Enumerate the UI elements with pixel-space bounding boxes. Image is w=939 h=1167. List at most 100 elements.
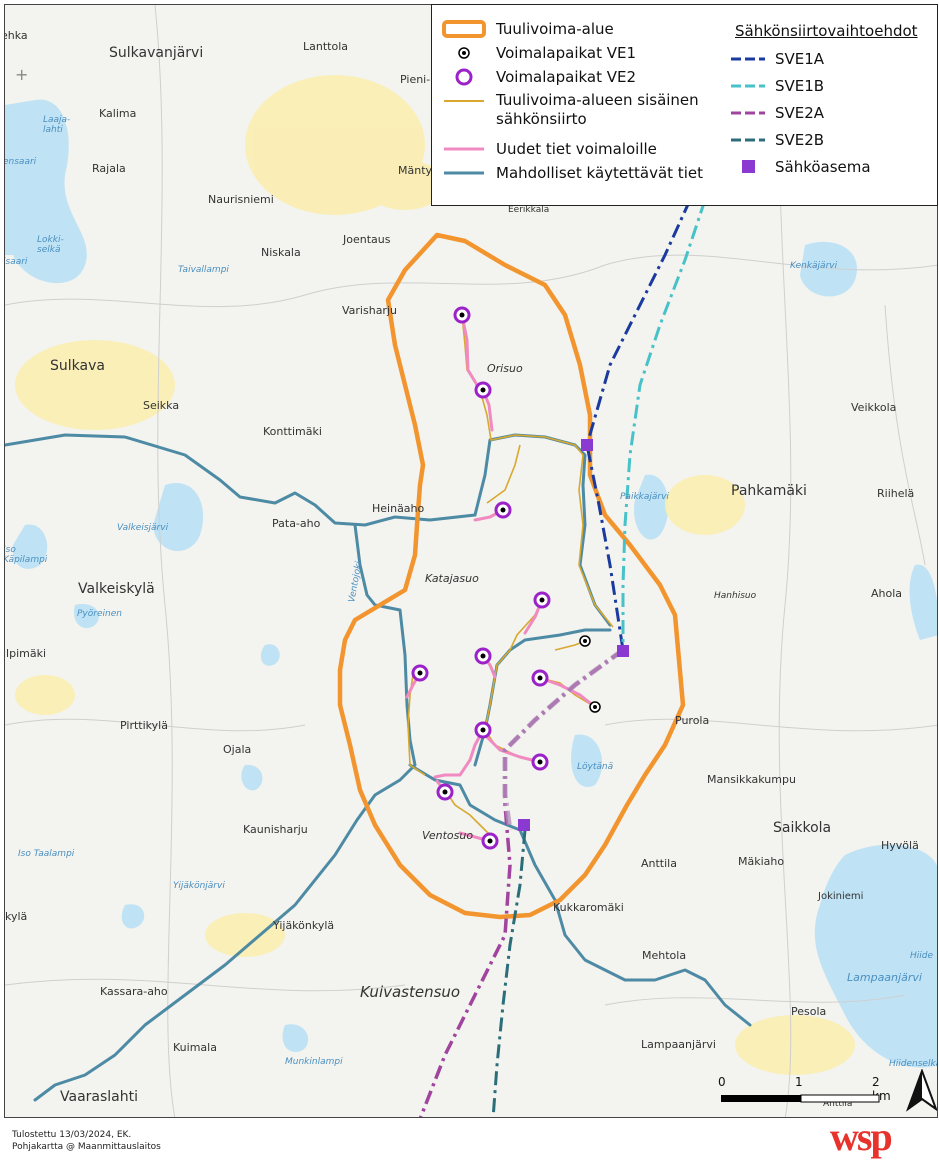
- turbine-ve1: [579, 635, 591, 647]
- road-line-icon: [444, 171, 484, 175]
- lake-pyoreinen: [74, 604, 99, 629]
- lake-paikkajarvi: [634, 474, 669, 540]
- legend-label: Mahdolliset käytettävät tiet: [496, 163, 703, 182]
- legend-label: Tuulivoima-alueen sisäinen: [496, 91, 699, 109]
- legend-label: SVE2B: [775, 130, 825, 149]
- water-label: ensaari: [4, 157, 37, 167]
- water-label: Iso Käpilampi: [4, 545, 48, 565]
- legend-item-sve2b: SVE2B: [727, 130, 824, 150]
- legend-label-block: Tuulivoima-alueen sisäinen sähkönsiirto: [496, 91, 699, 129]
- new-road-line-icon: [444, 147, 484, 151]
- lake-left-edge: [5, 155, 25, 250]
- place-label: Orisuo: [487, 362, 523, 375]
- place-label: Vaaraslahti: [60, 1089, 138, 1105]
- water-label: Laaja- lahti: [43, 115, 71, 135]
- legend-item-sve1a: SVE1A: [727, 49, 824, 69]
- transmission-routes: [418, 199, 707, 1117]
- sve1a-line-icon: [731, 57, 765, 61]
- footer-print-date: Tulostettu 13/03/2024, EK.: [12, 1130, 132, 1140]
- water-bodies: [5, 99, 937, 1068]
- water-label: Hiidenselkä: [889, 1059, 938, 1069]
- place-label: Eerikkala: [508, 205, 550, 215]
- place-label: ilpimäki: [4, 647, 47, 660]
- area-swatch-icon: [442, 20, 486, 38]
- route-sve2a-overlap: [502, 647, 625, 831]
- scale-label-1: 1: [795, 1075, 803, 1089]
- place-label: Ojala: [223, 743, 252, 756]
- settlement-pahkamaki: [665, 475, 745, 535]
- turbine-ve2: [494, 501, 512, 519]
- settlement-west: [15, 675, 75, 715]
- place-label: Saikkola: [773, 820, 832, 836]
- place-label: Joentaus: [343, 233, 391, 246]
- water-label: Pyöreinen: [77, 609, 122, 619]
- legend-item-newroads: Uudet tiet voimaloille: [440, 139, 657, 159]
- place-label: Pahkamäki: [731, 483, 807, 499]
- settlements: [15, 75, 855, 1075]
- water-label: Valkeisjärvi: [117, 523, 169, 533]
- place-label: Anttila: [823, 1099, 853, 1109]
- legend-item-ve2: Voimalapaikat VE2: [440, 67, 636, 87]
- place-label: Kuimala: [173, 1041, 217, 1054]
- route-sve2b: [491, 829, 527, 1117]
- legend-label: Voimalapaikat VE1: [496, 43, 637, 62]
- legend-transmission-title: Sähkönsiirtovaihtoehdot: [735, 22, 918, 40]
- legend-label: SVE1B: [775, 76, 825, 95]
- lake-loytana: [571, 734, 603, 787]
- legend-item-area: Tuulivoima-alue: [440, 19, 614, 39]
- substation-north: [581, 439, 593, 451]
- road-internal-a: [408, 763, 752, 1027]
- legend-item-sve2a: SVE2A: [727, 103, 824, 123]
- legend-item-ve1: Voimalapaikat VE1: [440, 43, 636, 63]
- ve1-marker-icon: [458, 47, 470, 59]
- water-label: Yijäkönjärvi: [173, 881, 225, 891]
- wsp-logo-icon: wsp: [830, 1120, 893, 1159]
- place-label: Riihelä: [877, 487, 915, 500]
- water-label: Iso Taalampi: [18, 849, 75, 859]
- settlement-mantyni: [365, 160, 445, 210]
- water-label: Munkinlampi: [285, 1057, 343, 1067]
- place-label: Ventosuo: [422, 829, 474, 842]
- place-label: Kuivastensuo: [360, 983, 461, 1001]
- legend: Tuulivoima-alue Voimalapaikat VE1 Voimal…: [431, 4, 938, 206]
- turbine-ve2: [531, 753, 549, 771]
- legend-label: Uudet tiet voimaloille: [496, 139, 657, 158]
- substation-square-icon: [742, 160, 755, 173]
- place-label: Kassara-aho: [100, 985, 168, 998]
- place-label: Varisharju: [342, 304, 397, 317]
- turbine-ve2: [474, 721, 492, 739]
- place-label: Purola: [675, 714, 710, 727]
- place-label: kylä: [5, 910, 28, 923]
- lake-small2: [260, 644, 280, 666]
- place-label: Heinäaho: [372, 502, 425, 515]
- place-label: Pirttikylä: [120, 719, 168, 732]
- internal-line-icon: [444, 100, 484, 102]
- lake-laajalahti: [5, 99, 87, 284]
- sve2a-line-icon: [731, 111, 765, 115]
- place-label: Anttila: [641, 857, 677, 870]
- place-label: Mäkiaho: [738, 855, 785, 868]
- scale-label-0: 0: [718, 1075, 726, 1089]
- legend-label: Sähköasema: [775, 157, 871, 176]
- place-label: Kalima: [99, 107, 137, 120]
- turbine-ve2: [411, 664, 429, 682]
- place-label: Kukkaromäki: [553, 901, 624, 914]
- turbine-ve2: [453, 306, 471, 324]
- place-label: Valkeiskylä: [78, 581, 155, 597]
- road-west: [5, 433, 477, 527]
- svg-text:wsp: wsp: [830, 1120, 891, 1159]
- place-label: Hanhisuo: [714, 591, 757, 601]
- place-label: Pesola: [791, 1005, 827, 1018]
- turbine-ve2: [474, 647, 492, 665]
- zoom-plus-icon[interactable]: +: [15, 65, 29, 84]
- lake-kenkajarvi: [800, 241, 857, 297]
- settlement-south: [735, 1015, 855, 1075]
- place-label: ehka: [5, 29, 28, 42]
- map-canvas[interactable]: [5, 5, 938, 1118]
- legend-item-internal: Tuulivoima-alueen sisäinen sähkönsiirto: [440, 91, 699, 129]
- turbine-ve2: [533, 591, 551, 609]
- substation-south: [518, 819, 530, 831]
- substations: [518, 439, 629, 831]
- route-sve1a: [585, 199, 692, 651]
- turbine-ve1: [589, 701, 601, 713]
